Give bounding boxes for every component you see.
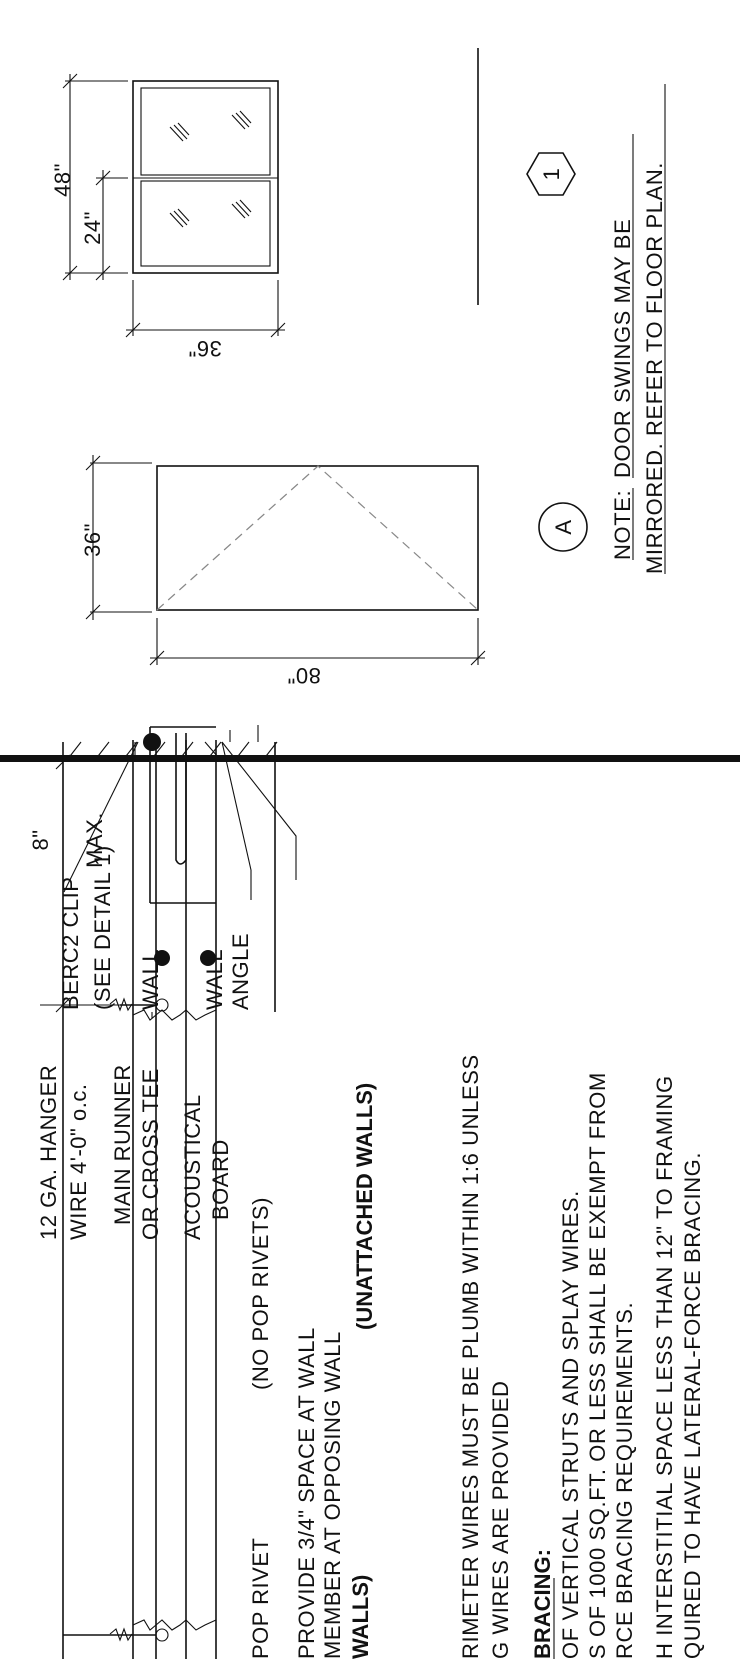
ceiling-detail-labels: 12 GA. HANGER WIRE 4'-0" o.c. MAIN RUNNE… [36,845,377,1659]
clip-label-1: BERC2 CLIP [58,877,83,1010]
hanger-label-1: 12 GA. HANGER [36,1065,61,1240]
unattached-walls-label: (UNATTACHED WALLS) [352,1083,377,1330]
clip-leader [63,741,139,893]
angle-leader [204,741,219,758]
general-notes: RIMETER WIRES MUST BE PLUMB WITHIN 1:6 U… [458,1054,705,1659]
board-label-1: ACOUSTICAL [180,1094,205,1240]
door-height-label: 80" [287,663,321,688]
space-leader [221,741,297,880]
note-line-2: MIRRORED. REFER TO FLOOR PLAN. [642,162,667,574]
tag-hexagon-1: 1 [526,152,576,196]
pop-rivet-leader [221,741,252,900]
dim-8-label: 8" [28,829,53,850]
board-label-2: BOARD [208,1139,233,1220]
door-height-dimension: 80" [149,618,486,688]
window-half-label: 24" [80,211,105,245]
tag-circle-label: A [551,519,576,534]
note-label: NOTE: [610,490,635,560]
window-width-label: 36" [188,336,222,361]
note-2a: OF VERTICAL STRUTS AND SPLAY WIRES. [558,1190,583,1659]
bracing-heading: BRACING: [530,1549,555,1659]
provide-label-1: PROVIDE 3/4" SPACE AT WALL [294,1327,319,1659]
hanger-label-2: WIRE 4'-0" o.c. [66,1084,91,1240]
angle-label-2: ANGLE [228,933,253,1010]
window-half-dimension: 24" [80,170,128,281]
dim-max-label: MAX. [82,812,107,868]
angle-label-1: WALL [202,949,227,1010]
door-elevation [156,465,479,611]
ceiling-detail-drawing: 8" MAX. [28,725,297,1659]
glass-hatch-marks [169,110,252,228]
door-width-label: 36" [80,523,105,557]
note-2d: H INTERSTITIAL SPACE LESS THAN 12" TO FR… [652,1075,677,1659]
provide-label-2: MEMBER AT OPPOSING WALL [320,1331,345,1659]
note-1a: RIMETER WIRES MUST BE PLUMB WITHIN 1:6 U… [458,1054,483,1659]
runner-label-2: OR CROSS TEE [138,1068,163,1240]
note-2e: QUIRED TO HAVE LATERAL-FORCE BRACING. [680,1152,705,1659]
door-swing-note: NOTE: DOOR SWINGS MAY BE MIRRORED. REFER… [610,84,667,574]
door-width-dimension: 36" [80,455,152,620]
note-line-1: DOOR SWINGS MAY BE [610,219,635,478]
wall-label: WALL [138,949,163,1010]
clip-label-2: (SEE DETAIL 1) [90,845,115,1010]
note-2c: RCE BRACING REQUIREMENTS. [612,1302,637,1659]
note-1b: G WIRES ARE PROVIDED [488,1381,513,1659]
note-2b: S OF 1000 SQ.FT. OR LESS SHALL BE EXEMPT… [585,1072,610,1659]
tag-hex-label: 1 [539,168,564,181]
window-overall-label: 48" [50,163,75,197]
tag-circle-a: A [538,502,588,552]
walls-label: WALLS) [348,1575,373,1659]
pop-rivet-label: POP RIVET [248,1538,273,1659]
no-pop-rivets-label: (NO POP RIVETS) [248,1197,273,1390]
window-overall-dimension: 48" [50,73,128,281]
runner-label-1: MAIN RUNNER [110,1064,135,1225]
window-elevation [132,80,279,274]
window-width-dimension: 36" [125,280,286,361]
sheet-divider [0,755,740,762]
